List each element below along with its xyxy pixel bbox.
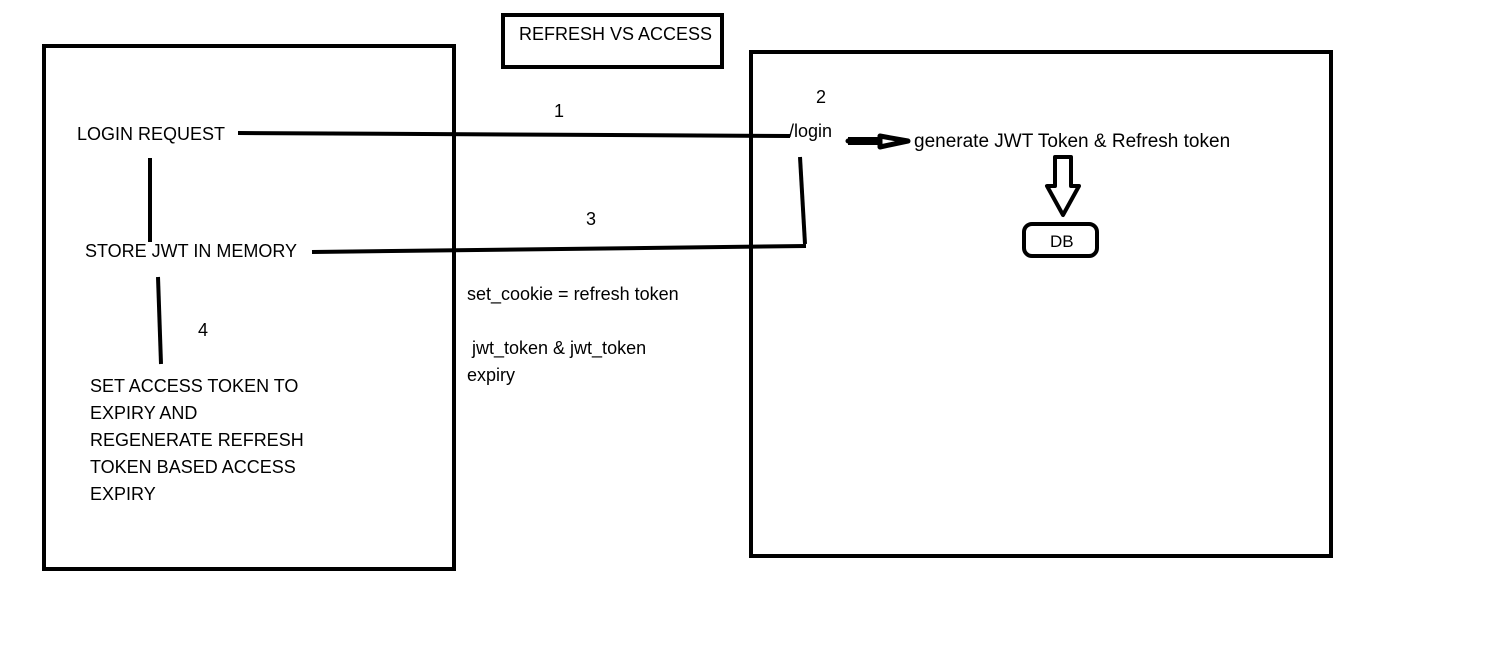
store-jwt-label: STORE JWT IN MEMORY — [85, 241, 298, 261]
title-box — [501, 13, 724, 69]
arrow-login-request — [237, 131, 791, 138]
login-request-label: LOGIN REQUEST — [77, 124, 226, 144]
server-response-drop — [798, 156, 807, 245]
arrow-to-db — [1045, 155, 1081, 217]
set-cookie-label: set_cookie = refresh token — [467, 284, 679, 304]
step-3-label: 3 — [586, 209, 597, 229]
step-4-label: 4 — [198, 320, 209, 340]
login-endpoint-label: /login — [789, 121, 833, 141]
step-2-label: 2 — [816, 87, 827, 107]
step-1-label: 1 — [554, 101, 565, 121]
client-box — [42, 44, 456, 571]
diagram-title: REFRESH VS ACCESS — [519, 24, 713, 44]
arrow-response — [311, 244, 807, 254]
server-box — [749, 50, 1333, 558]
db-label: DB — [1050, 232, 1074, 251]
db-box — [1022, 222, 1099, 258]
generate-tokens-label: generate JWT Token & Refresh token — [914, 131, 1231, 152]
client-line-store-to-access — [156, 276, 163, 365]
set-access-token-label: SET ACCESS TOKEN TO EXPIRY AND REGENERAT… — [90, 376, 304, 504]
jwt-token-expiry-label: jwt_token & jwt_token expiry — [467, 338, 647, 385]
